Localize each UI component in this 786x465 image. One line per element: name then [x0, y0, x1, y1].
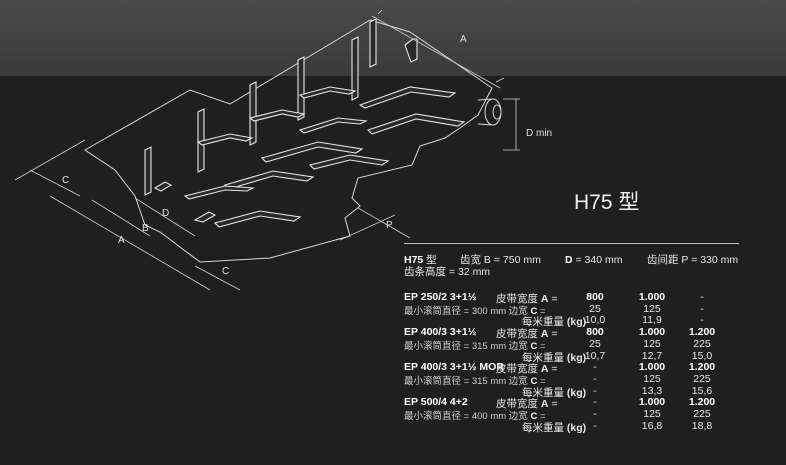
- belt-row: 每米重量 (kg)10,7 12,7 15,0: [404, 349, 740, 364]
- belt-type-name: EP 400/3 3+1½ MOR: [404, 361, 504, 374]
- dim-label-b-left: B: [142, 223, 149, 234]
- belt-value-cell: 12,7: [641, 349, 663, 362]
- weight-label: 每米重量 (kg): [522, 351, 587, 364]
- belt-value-cell: 1.200: [688, 361, 716, 374]
- belt-row-label: EP 400/3 3+1½ 皮带宽度 A =: [404, 326, 558, 340]
- belt-type-name: EP 500/4 4+2: [404, 396, 468, 409]
- belt-row-label: 最小滚筒直径 = 300 mm 边宽 C =: [404, 303, 546, 317]
- belt-type-name: EP 250/2 3+1½: [404, 291, 477, 303]
- belt-row: EP 500/4 4+2 皮带宽度 A = - 1.000 1.200: [404, 396, 740, 410]
- belt-row: 每米重量 (kg)- 16,8 18,8: [404, 419, 740, 434]
- belt-value-cell: 1.000: [638, 396, 666, 409]
- belt-value-cell: 25: [589, 302, 601, 315]
- belt-row: EP 400/3 3+1½ 皮带宽度 A = 800 1.000 1.200: [404, 326, 740, 340]
- belt-row: 最小滚筒直径 = 400 mm 边宽 C = - 125 225: [404, 408, 740, 422]
- belt-value-cell: -: [593, 384, 597, 397]
- pulley-edge-label: 最小滚筒直径 = 315 mm 边宽 C =: [404, 340, 546, 352]
- belt-width-label: 皮带宽度 A =: [496, 328, 558, 341]
- belt-value-cell: -: [593, 396, 597, 409]
- model-heading: H75 型: [574, 191, 640, 214]
- belt-row-label: EP 500/4 4+2 皮带宽度 A =: [404, 396, 558, 410]
- belt-width-label: 皮带宽度 A =: [496, 293, 558, 305]
- belt-value-cell: 18,8: [691, 419, 713, 432]
- belt-type-name: EP 400/3 3+1½: [404, 326, 477, 339]
- dim-label-d-left: D: [162, 208, 169, 219]
- belt-value-cell: 1.000: [638, 291, 666, 303]
- dim-label-a-top: A: [460, 34, 467, 45]
- belt-value-cell: 125: [643, 372, 661, 385]
- belt-value-cell: 225: [693, 337, 711, 350]
- dim-label-p: P: [386, 220, 393, 231]
- belt-value-cell: 15,6: [691, 384, 713, 397]
- belt-value-cell: 800: [586, 326, 604, 339]
- spec-pitch: 齿间距 P = 330 mm: [647, 254, 739, 266]
- belt-value-cell: -: [593, 372, 597, 385]
- belt-value-cell: -: [593, 361, 597, 374]
- belt-row: 每米重量 (kg)10,0 11,9 -: [404, 314, 740, 329]
- belt-width-label: 皮带宽度 A =: [496, 398, 558, 411]
- belt-row-label: 最小滚筒直径 = 400 mm 边宽 C =: [404, 408, 546, 422]
- belt-value-cell: -: [593, 419, 597, 432]
- pulley-edge-label: 最小滚筒直径 = 400 mm 边宽 C =: [404, 411, 546, 422]
- belt-width-label: 皮带宽度 A =: [496, 363, 558, 376]
- divider: [404, 243, 739, 244]
- belt-value-cell: 1.000: [638, 361, 666, 374]
- dim-label-c-left: C: [62, 175, 69, 186]
- weight-label: 每米重量 (kg): [522, 386, 587, 399]
- spec-cleat-height: 齿条高度 = 32 mm: [404, 266, 491, 278]
- belt-value-cell: 10,7: [584, 349, 606, 362]
- belt-row: 最小滚筒直径 = 315 mm 边宽 C = - 125 225: [404, 372, 740, 387]
- belt-row-label: EP 250/2 3+1½ 皮带宽度 A =: [404, 291, 558, 305]
- belt-value-cell: 800: [586, 291, 604, 303]
- belt-value-cell: -: [700, 291, 704, 303]
- dim-label-c-bottom: C: [222, 266, 229, 277]
- weight-label: 每米重量 (kg): [522, 421, 587, 434]
- spec-model: H75 型: [404, 254, 437, 266]
- belt-value-cell: 225: [693, 372, 711, 385]
- belt-value-cell: -: [700, 314, 704, 327]
- belt-value-cell: 15,0: [691, 349, 713, 362]
- belt-row-label: 最小滚筒直径 = 315 mm 边宽 C =: [404, 373, 546, 387]
- pulley-edge-label: 最小滚筒直径 = 315 mm 边宽 C =: [404, 375, 546, 387]
- belt-value-cell: 10,0: [584, 314, 606, 327]
- belt-value-cell: 1.200: [688, 326, 716, 339]
- belt-row-label: 最小滚筒直径 = 315 mm 边宽 C =: [404, 338, 546, 352]
- belt-value-cell: 225: [693, 408, 711, 420]
- dim-label-d-min: D min: [526, 128, 552, 139]
- spec-tooth-width: 齿宽 B = 750 mm: [460, 254, 541, 266]
- weight-label: 每米重量 (kg): [522, 316, 587, 329]
- belt-row: 最小滚筒直径 = 300 mm 边宽 C = 25 125 -: [404, 302, 740, 317]
- belt-row: 每米重量 (kg)- 13,3 15,6: [404, 384, 740, 399]
- belt-row: EP 250/2 3+1½ 皮带宽度 A = 800 1.000 -: [404, 291, 740, 305]
- header-band: [0, 0, 786, 76]
- spec-d: D = 340 mm: [565, 254, 623, 266]
- belt-value-cell: 125: [643, 302, 661, 315]
- belt-value-cell: 13,3: [641, 384, 663, 397]
- belt-value-cell: 11,9: [642, 314, 662, 327]
- dim-label-a-left: A: [118, 235, 125, 246]
- belt-value-cell: -: [593, 408, 597, 420]
- belt-value-cell: 1.200: [688, 396, 716, 409]
- belt-value-cell: 1.000: [638, 326, 666, 339]
- belt-value-cell: -: [700, 302, 704, 315]
- belt-value-cell: 125: [643, 408, 661, 420]
- belt-value-cell: 16,8: [641, 419, 663, 432]
- belt-value-cell: 25: [589, 337, 601, 350]
- belt-value-cell: 125: [643, 337, 661, 350]
- belt-row: 最小滚筒直径 = 315 mm 边宽 C = 25 125 225: [404, 337, 740, 352]
- pulley-edge-label: 最小滚筒直径 = 300 mm 边宽 C =: [404, 305, 546, 317]
